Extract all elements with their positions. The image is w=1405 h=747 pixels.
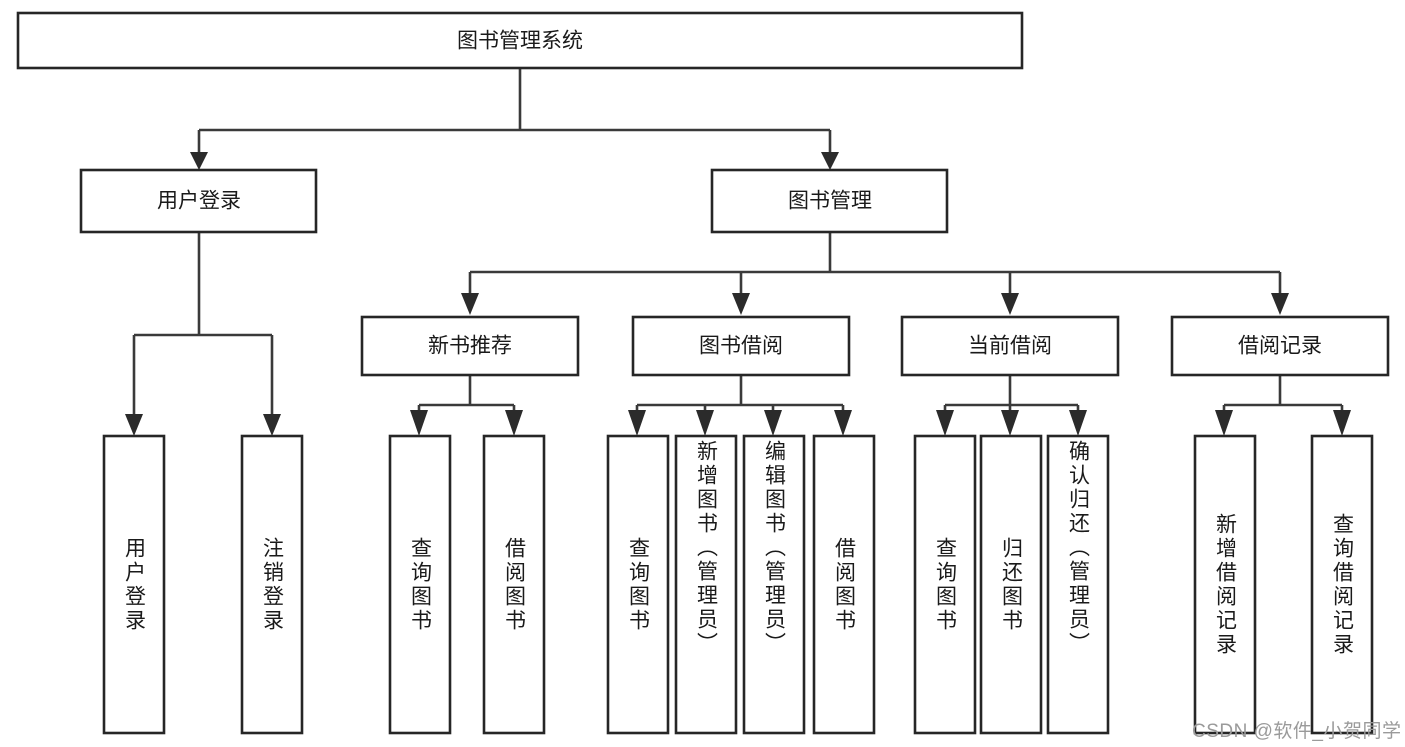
node-label-leaf-edit-book: 编辑图书（管理员）: [762, 440, 786, 656]
leaf-label-wrap-edit-book: 编辑图书（管理员）: [744, 440, 804, 733]
leaf-label-wrap-logout: 注销登录: [242, 436, 302, 733]
node-box-root[interactable]: [16, 11, 1024, 70]
node-box-leaf-user-login[interactable]: [102, 434, 166, 735]
node-box-leaf-edit-book[interactable]: [742, 434, 806, 735]
node-box-current-borrow[interactable]: [900, 315, 1120, 377]
node-label-leaf-borrow-book-2: 借阅图书: [832, 536, 856, 633]
node-label-new-book-recommend: 新书推荐: [428, 335, 512, 358]
arrow-head-icon: [263, 414, 281, 436]
node-box-user-login[interactable]: [79, 168, 318, 234]
node-box-borrow-record[interactable]: [1170, 315, 1390, 377]
leaf-label-wrap-query-book-1: 查询图书: [390, 436, 450, 733]
node-box-new-book-recommend[interactable]: [360, 315, 580, 377]
arrow-head-icon: [1001, 293, 1019, 315]
leaf-label-wrap-borrow-book-2: 借阅图书: [814, 436, 874, 733]
arrow-head-icon: [1215, 410, 1233, 436]
node-label-leaf-confirm-return: 确认归还（管理员）: [1066, 440, 1090, 656]
node-layer: 图书管理系统 用户登录 图书管理 新书推荐 图书借阅 当前借阅 借阅记录: [16, 11, 1390, 735]
arrow-head-icon: [834, 410, 852, 436]
node-label-borrow-record: 借阅记录: [1238, 335, 1322, 358]
arrow-head-icon: [732, 293, 750, 315]
node-label-book-management: 图书管理: [788, 190, 872, 213]
leaf-label-wrap-add-book: 新增图书（管理员）: [676, 440, 736, 733]
leaf-label-wrap-query-book-3: 查询图书: [915, 436, 975, 733]
node-label-leaf-return-book: 归还图书: [999, 536, 1023, 633]
arrow-head-icon: [461, 293, 479, 315]
node-box-leaf-query-book-1[interactable]: [388, 434, 452, 735]
arrow-head-icon: [1333, 410, 1351, 436]
node-box-leaf-query-record[interactable]: [1310, 434, 1374, 735]
node-box-leaf-return-book[interactable]: [979, 434, 1043, 735]
leaf-label-wrap-return-book: 归还图书: [981, 436, 1041, 733]
node-box-book-borrow[interactable]: [631, 315, 851, 377]
node-box-leaf-borrow-book-1[interactable]: [482, 434, 546, 735]
arrow-head-icon: [696, 410, 714, 436]
node-label-book-borrow: 图书借阅: [699, 335, 783, 358]
connector-layer: [125, 68, 1351, 436]
arrow-head-icon: [410, 410, 428, 436]
leaf-label-wrap-query-record: 查询借阅记录: [1312, 436, 1372, 733]
arrow-head-icon: [1001, 410, 1019, 436]
node-label-current-borrow: 当前借阅: [968, 335, 1052, 358]
node-box-leaf-add-book[interactable]: [674, 434, 738, 735]
node-box-leaf-query-book-3[interactable]: [913, 434, 977, 735]
node-label-leaf-logout: 注销登录: [260, 536, 284, 633]
arrow-head-icon: [1069, 410, 1087, 436]
node-label-leaf-borrow-book-1: 借阅图书: [502, 536, 526, 633]
node-box-leaf-confirm-return[interactable]: [1046, 434, 1110, 735]
node-label-leaf-query-book-3: 查询图书: [933, 536, 957, 633]
node-box-book-management[interactable]: [710, 168, 949, 234]
node-label-leaf-add-book: 新增图书（管理员）: [694, 440, 718, 656]
leaf-label-wrap-confirm-return: 确认归还（管理员）: [1048, 440, 1108, 733]
node-label-leaf-query-book-1: 查询图书: [408, 536, 432, 633]
node-box-leaf-borrow-book-2[interactable]: [812, 434, 876, 735]
arrow-head-icon: [1271, 293, 1289, 315]
arrow-head-icon: [936, 410, 954, 436]
leaf-label-wrap-user-login: 用户登录: [104, 436, 164, 733]
arrow-head-icon: [764, 410, 782, 436]
node-label-leaf-query-record: 查询借阅记录: [1330, 512, 1354, 657]
arrow-head-icon: [821, 152, 839, 170]
arrow-head-icon: [190, 152, 208, 170]
leaf-label-wrap-query-book-2: 查询图书: [608, 436, 668, 733]
arrow-head-icon: [628, 410, 646, 436]
node-box-leaf-query-book-2[interactable]: [606, 434, 670, 735]
leaf-label-wrap-borrow-book-1: 借阅图书: [484, 436, 544, 733]
node-label-leaf-add-record: 新增借阅记录: [1213, 512, 1237, 657]
node-label-leaf-query-book-2: 查询图书: [626, 536, 650, 633]
node-box-leaf-logout[interactable]: [240, 434, 304, 735]
arrow-head-icon: [505, 410, 523, 436]
node-label-leaf-user-login: 用户登录: [122, 536, 146, 633]
watermark-text: CSDN @软件_小贺同学: [1192, 721, 1402, 742]
leaf-label-wrap-add-record: 新增借阅记录: [1195, 436, 1255, 733]
node-box-leaf-add-record[interactable]: [1193, 434, 1257, 735]
node-label-user-login: 用户登录: [157, 190, 241, 213]
arrow-head-icon: [125, 414, 143, 436]
node-label-root: 图书管理系统: [457, 30, 583, 53]
